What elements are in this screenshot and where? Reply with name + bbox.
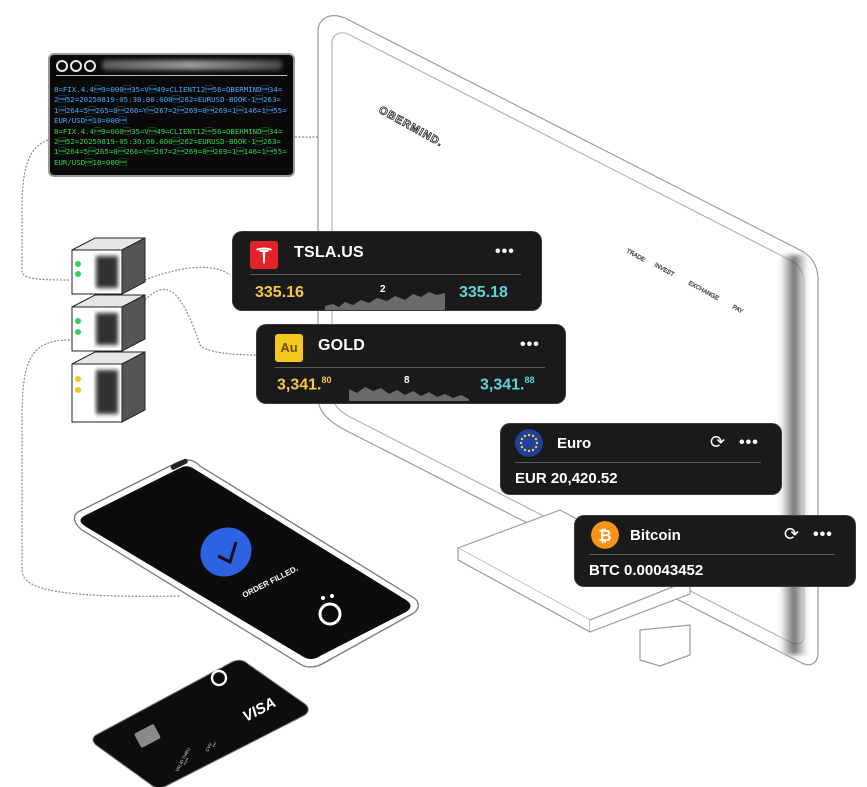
refresh-icon[interactable]: ⟳ — [784, 524, 800, 544]
server-unit-2 — [71, 294, 146, 352]
order-filled-check-icon — [200, 527, 252, 577]
card-divider — [275, 367, 545, 368]
more-options-icon[interactable]: ••• — [520, 336, 540, 353]
ticker-symbol: GOLD — [318, 337, 366, 354]
window-dot-icon[interactable] — [84, 60, 96, 72]
card-logo-icon — [210, 669, 228, 687]
more-options-icon[interactable]: ••• — [495, 243, 515, 260]
balance-amount: BTC 0.00043452 — [589, 562, 704, 579]
terminal-separator — [56, 75, 287, 76]
fix-message-response: 8=FIX.4.49=00035=V49=CLIENT1256=OBER… — [54, 126, 287, 167]
monitor-nav-pay: PAY — [731, 305, 744, 316]
window-dot-icon[interactable] — [56, 60, 68, 72]
more-options-icon[interactable]: ••• — [813, 526, 833, 543]
terminal-title-blurred — [102, 60, 282, 70]
more-options-icon[interactable]: ••• — [739, 434, 759, 451]
balance-currency-name: Bitcoin — [630, 527, 681, 544]
gold-logo-icon: Au — [275, 334, 303, 362]
server-unit-3 — [71, 351, 146, 423]
balance-card-euro[interactable]: Euro ⟳ ••• EUR 20,420.52 — [501, 424, 781, 494]
ticker-card-tsla[interactable]: TSLA.US ••• 335.16 2 335.18 — [233, 232, 541, 310]
tesla-logo-icon — [250, 241, 278, 269]
valid-thru-value: **/** — [182, 757, 190, 767]
cvv-label: CVV — [204, 742, 213, 753]
connector-lines — [21, 136, 318, 597]
payment-card: VISA VALID THRU **/** CVV *** — [92, 659, 309, 787]
phone: ORDER FILLED. — [73, 458, 419, 668]
price-sparkline — [349, 387, 469, 401]
ticker-card-gold[interactable]: Au GOLD ••• 3,341.80 8 3,341.88 — [257, 325, 565, 403]
spread-value: 2 — [380, 284, 386, 295]
fix-message-request: 8=FIX.4.49=00035=V49=CLIENT1256=OBER… — [54, 85, 287, 126]
server-stack — [71, 237, 146, 423]
terminal-title-bar — [50, 55, 293, 75]
card-divider — [250, 274, 521, 275]
ask-price[interactable]: 3,341.88 — [480, 375, 535, 394]
balance-currency-name: Euro — [557, 435, 592, 452]
window-dot-icon[interactable] — [70, 60, 82, 72]
bid-price[interactable]: 335.16 — [255, 284, 304, 301]
refresh-icon[interactable]: ⟳ — [710, 432, 726, 452]
bitcoin-icon: ₿ — [591, 521, 619, 549]
balance-card-bitcoin[interactable]: ₿ Bitcoin ⟳ ••• BTC 0.00043452 — [575, 516, 855, 586]
bid-price[interactable]: 3,341.80 — [277, 375, 332, 394]
balance-amount: EUR 20,420.52 — [515, 470, 618, 487]
svg-text:₿: ₿ — [598, 526, 611, 545]
price-sparkline — [325, 292, 445, 310]
spread-value: 8 — [404, 375, 410, 386]
ticker-symbol: TSLA.US — [294, 244, 364, 261]
server-unit-1 — [71, 237, 146, 295]
obermind-logo-icon — [318, 602, 342, 626]
card-divider — [589, 554, 835, 555]
cvv-value: *** — [211, 741, 218, 748]
card-divider — [515, 462, 761, 463]
ask-price[interactable]: 335.18 — [459, 284, 508, 301]
eu-flag-icon — [515, 429, 543, 457]
fix-terminal-window: 8=FIX.4.49=00035=V49=CLIENT1256=OBER… — [48, 53, 295, 177]
